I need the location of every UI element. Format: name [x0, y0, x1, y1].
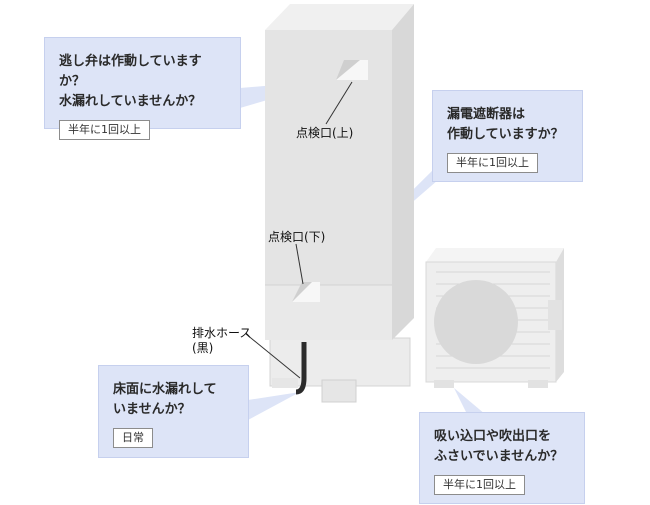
inspection-port-upper-label: 点検口(上): [296, 126, 354, 140]
breaker-callout: 漏電遮断器は 作動していますか？ 半年に1回以上: [432, 90, 583, 182]
floor-question: 床面に水漏れして いませんか？: [113, 380, 234, 420]
outdoor-unit-question: 吸い込口や吹出口を ふさいでいませんか？: [434, 427, 570, 467]
question-line: 水漏れしていませんか？: [59, 94, 202, 109]
frequency-badge: 半年に1回以上: [447, 153, 538, 173]
question-line: 逃し弁は作動していますか？: [59, 54, 202, 89]
question-line: ふさいでいませんか？: [434, 449, 564, 464]
drain-hose-label-line: 排水ホース: [192, 326, 252, 340]
relief-valve-question: 逃し弁は作動していますか？ 水漏れしていませんか？: [59, 52, 226, 112]
drain-hose-label-line: (黒): [192, 341, 214, 355]
floor-callout: 床面に水漏れして いませんか？ 日常: [98, 365, 249, 458]
inspection-port-lower-label: 点検口(下): [268, 230, 326, 244]
question-line: 漏電遮断器は: [447, 107, 526, 122]
relief-valve-callout: 逃し弁は作動していますか？ 水漏れしていませんか？ 半年に1回以上: [44, 37, 241, 140]
frequency-badge: 半年に1回以上: [434, 475, 525, 495]
floor-pointer: [248, 392, 300, 420]
hot-water-tank: [245, 4, 414, 403]
drain-hose-label: 排水ホース (黒): [192, 326, 251, 356]
question-line: 作動していますか？: [447, 127, 564, 142]
question-line: 床面に水漏れして: [113, 382, 217, 397]
frequency-badge: 日常: [113, 428, 153, 448]
question-line: いませんか？: [113, 402, 191, 417]
outdoor-unit: [425, 248, 564, 388]
outdoor-unit-callout: 吸い込口や吹出口を ふさいでいませんか？ 半年に1回以上: [419, 412, 585, 504]
question-line: 吸い込口や吹出口を: [434, 429, 552, 444]
breaker-question: 漏電遮断器は 作動していますか？: [447, 105, 568, 145]
frequency-badge: 半年に1回以上: [59, 120, 150, 140]
